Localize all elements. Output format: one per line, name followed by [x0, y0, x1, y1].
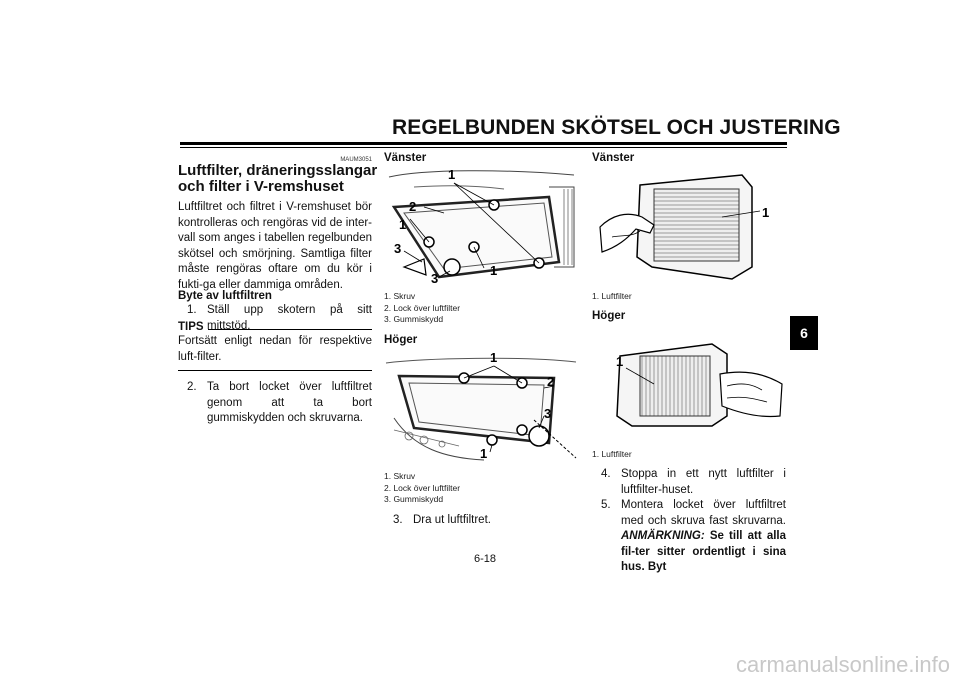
step-5: 5. Montera locket över luftfiltret med o…: [592, 498, 786, 576]
tips-rule: [207, 328, 372, 330]
callout-left-bottom-2: 2: [547, 374, 554, 389]
step-3-number: 3.: [393, 514, 403, 526]
fig-left-top-label: Vänster: [384, 152, 427, 164]
step-5-body: Montera locket över luftfiltret med och …: [621, 498, 786, 576]
illustration-right-top: 1: [592, 167, 786, 285]
fig-right-bottom-label: Höger: [592, 310, 626, 322]
fig-right-bottom-caption: 1. Luftfilter: [592, 449, 632, 459]
fig-right-top-label: Vänster: [592, 152, 635, 164]
callout-left-top-1c: 1: [490, 263, 497, 278]
page-number: 6-18: [473, 553, 497, 565]
callout-left-bottom-1b: 1: [480, 446, 487, 461]
caption-item: 3. Gummiskydd: [384, 494, 444, 504]
caption-item: 3. Gummiskydd: [384, 314, 444, 324]
callout-left-top-3b: 3: [431, 271, 438, 286]
section-code: MAUM3051: [340, 157, 372, 163]
illustration-left-bottom: 1 2 3 1: [384, 348, 578, 466]
step-4-number: 4.: [601, 468, 611, 480]
tips-label: TIPS: [178, 321, 204, 333]
tips-text: Fortsätt enligt nedan för respektive luf…: [178, 335, 372, 363]
caption-item: 1. Skruv: [384, 471, 416, 481]
step-1-number: 1.: [187, 304, 197, 316]
header-rule-thin: [180, 147, 787, 148]
callout-right-top-1: 1: [762, 205, 769, 220]
callout-left-bottom-1a: 1: [490, 350, 497, 365]
header-rule: [180, 142, 787, 145]
step-5-text: Montera locket över luftfiltret med och …: [621, 499, 786, 527]
chapter-tab: 6: [790, 316, 818, 350]
fig-right-top-caption: 1. Luftfilter: [592, 291, 632, 301]
illustration-left-top: 1 2 1 3 3 1: [384, 167, 578, 287]
step-5-note-text: Se till att alla fil-ter sitter ordentli…: [621, 530, 786, 573]
caption-item: 2. Lock över luftfilter: [384, 302, 461, 313]
callout-left-bottom-3: 3: [544, 406, 551, 421]
fig-left-bottom-label: Höger: [384, 334, 418, 346]
section-title: Luftfilter, dräneringsslangar och filter…: [178, 162, 378, 195]
fig-left-bottom-captions: 1. Skruv 2. Lock över luftfilter 3. Gumm…: [384, 471, 460, 506]
section-intro: Luftfiltret och filtret i V-remshuset bö…: [178, 201, 372, 291]
page-header-title: REGELBUNDEN SKÖTSEL OCH JUSTERING: [392, 116, 841, 139]
step-2-number: 2.: [187, 381, 197, 393]
subheading: Byte av luftfiltren: [178, 290, 272, 302]
step-4: 4. Stoppa in ett nytt luftfilter i luftf…: [592, 467, 786, 498]
watermark: carmanualsonline.info: [735, 652, 950, 677]
callout-left-top-1a: 1: [448, 167, 455, 182]
tips-bottom-rule: [178, 370, 372, 371]
illustration-right-bottom: 1: [592, 326, 786, 444]
step-5-number: 5.: [601, 499, 611, 511]
step-3: 3. Dra ut luftfiltret.: [384, 513, 578, 529]
caption-item: 1. Skruv: [384, 291, 416, 301]
callout-left-top-2: 2: [409, 199, 416, 214]
caption-item: 2. Lock över luftfilter: [384, 482, 461, 493]
step-3-text: Dra ut luftfiltret.: [413, 514, 491, 526]
fig-left-top-captions: 1. Skruv 2. Lock över luftfilter 3. Gumm…: [384, 291, 460, 326]
step-4-text: Stoppa in ett nytt luftfilter i luftfilt…: [621, 468, 786, 496]
tips-heading: TIPS: [178, 321, 372, 333]
step-2-text: Ta bort locket över luftfiltret genom at…: [207, 381, 372, 424]
callout-right-bottom-1: 1: [616, 354, 623, 369]
step-5-note-label: ANMÄRKNING:: [621, 530, 705, 542]
callout-left-top-1b: 1: [399, 217, 406, 232]
step-2: 2. Ta bort locket över luftfiltret genom…: [178, 380, 372, 427]
callout-left-top-3a: 3: [394, 241, 401, 256]
